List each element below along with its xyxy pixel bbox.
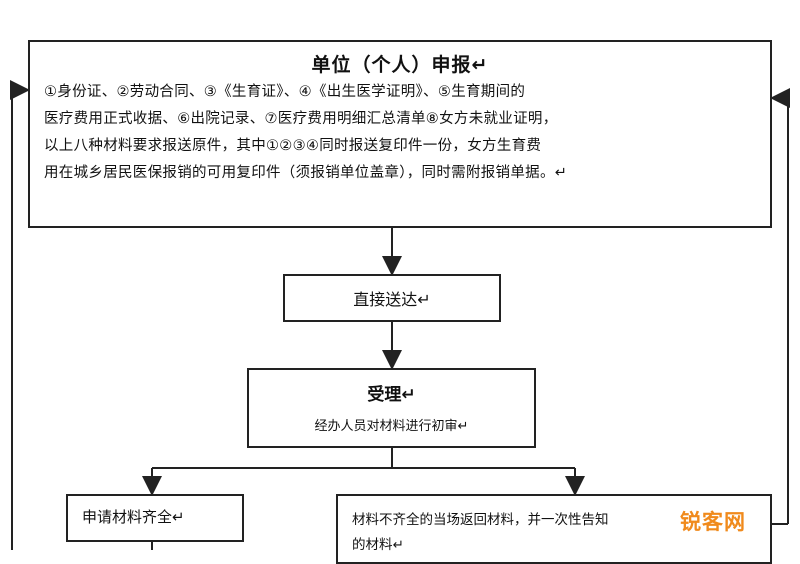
declaration-line: 以上八种材料要求报送原件，其中①②③④同时报送复印件一份，女方生育费 (44, 138, 542, 154)
direct-delivery-box: 直接送达↵ (283, 274, 501, 322)
declaration-line: 医疗费用正式收据、⑥出院记录、⑦医疗费用明细汇总清单⑧女方未就业证明， (44, 111, 558, 127)
declaration-line: 用在城乡居民医保报销的可用复印件（须报销单位盖章），同时需附报销单据。↵ (44, 165, 568, 181)
acceptance-subtitle: 经办人员对材料进行初审↵ (314, 419, 469, 434)
flow-connectors (10, 80, 790, 550)
direct-delivery-label: 直接送达↵ (353, 290, 431, 309)
declaration-box: 单位（个人）申报↵ ①身份证、②劳动合同、③《生育证》、④《出生医学证明》、⑤生… (28, 40, 772, 228)
declaration-body: ①身份证、②劳动合同、③《生育证》、④《出生医学证明》、⑤生育期间的 医疗费用正… (30, 79, 770, 187)
materials-complete-box: 申请材料齐全↵ (66, 494, 244, 542)
acceptance-title: 受理↵ (367, 385, 416, 405)
materials-complete-label: 申请材料齐全↵ (82, 508, 185, 526)
materials-incomplete-line: 的材料↵ (352, 537, 404, 553)
materials-incomplete-text: 材料不齐全的当场返回材料，并一次性告知 的材料↵ (338, 496, 770, 558)
materials-incomplete-line: 材料不齐全的当场返回材料，并一次性告知 (352, 512, 609, 528)
declaration-line: ①身份证、②劳动合同、③《生育证》、④《出生医学证明》、⑤生育期间的 (44, 84, 526, 100)
acceptance-box: 受理↵ 经办人员对材料进行初审↵ (247, 368, 536, 448)
declaration-title: 单位（个人）申报↵ (311, 54, 489, 76)
watermark-logo: 锐客网 (680, 510, 746, 534)
